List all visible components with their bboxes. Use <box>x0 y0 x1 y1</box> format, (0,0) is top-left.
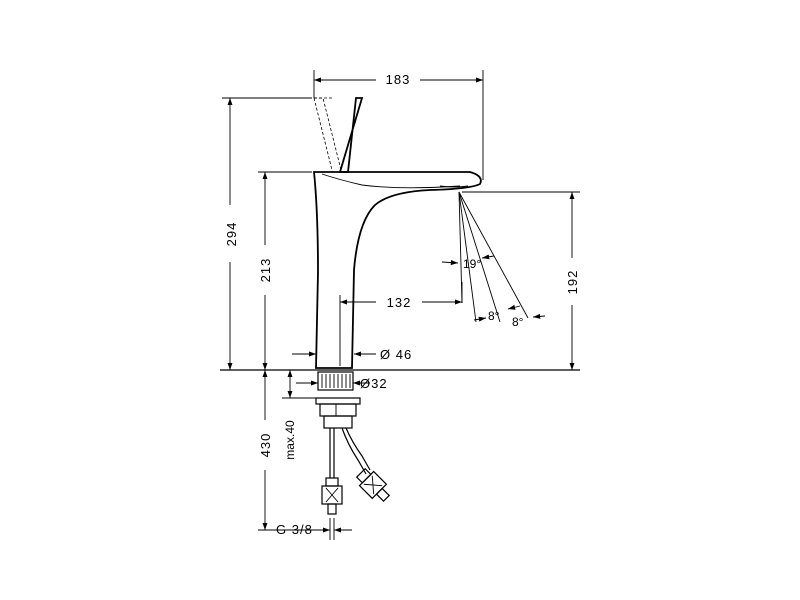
dim-hole-diameter-label: Ø32 <box>360 376 388 391</box>
dimension-lines <box>227 77 575 533</box>
water-jet <box>458 191 529 323</box>
supply-hoses <box>321 427 391 515</box>
dim-height-spout-label: 213 <box>258 258 273 283</box>
mounting-nut <box>315 397 361 429</box>
dim-angle-b-label: 8° <box>512 315 524 329</box>
dim-angle-main-label: 19° <box>463 257 481 271</box>
dim-connection-label: G 3/8 <box>276 522 313 537</box>
dim-reach-label: 183 <box>386 72 411 87</box>
dim-base-diameter-label: Ø 46 <box>380 347 412 362</box>
dim-angle-a-label: 8° <box>488 309 500 323</box>
dim-height-total-label: 294 <box>224 222 239 247</box>
dim-below-counter-label: 430 <box>258 433 273 458</box>
dim-height-outlet-label: 192 <box>565 270 580 295</box>
dim-max-thickness-label: max.40 <box>283 420 297 460</box>
lever-handle <box>313 97 364 173</box>
faucet-body <box>313 171 482 369</box>
dim-spout-distance-label: 132 <box>387 295 412 310</box>
base-thread <box>317 371 354 391</box>
